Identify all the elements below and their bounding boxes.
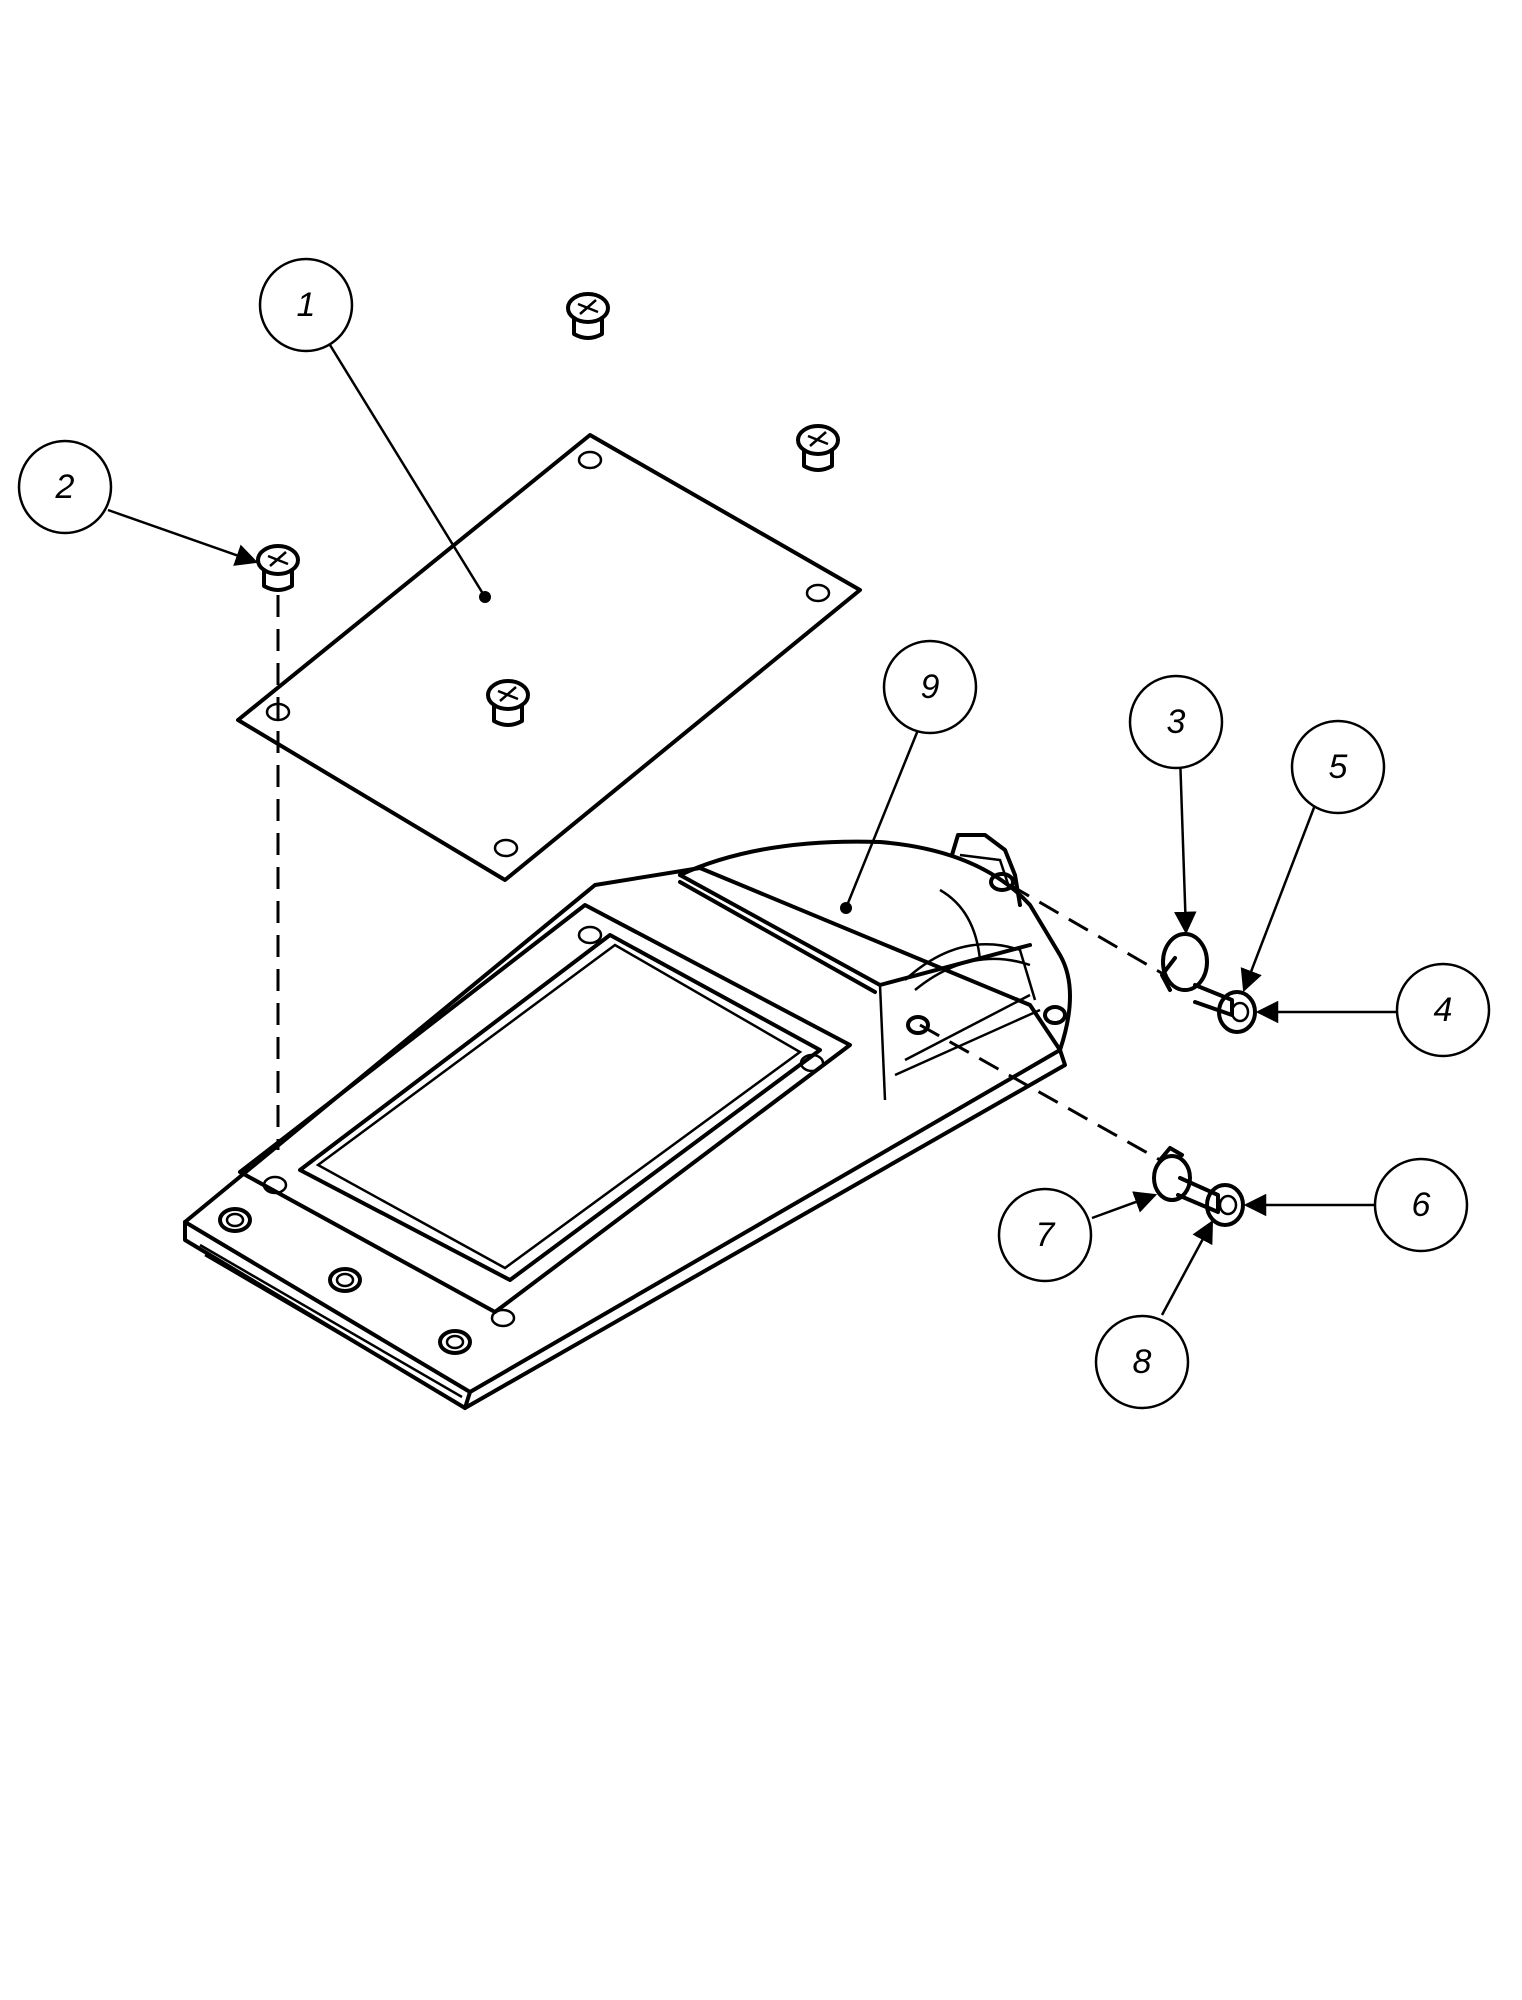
svg-text:2: 2 bbox=[55, 468, 75, 506]
svg-text:8: 8 bbox=[1133, 1343, 1152, 1381]
screw bbox=[796, 424, 840, 472]
cover-plate bbox=[236, 433, 862, 882]
callout-1: 1 bbox=[258, 257, 354, 353]
upper-pin-assembly bbox=[1160, 932, 1257, 1034]
screw bbox=[256, 544, 300, 592]
svg-text:1: 1 bbox=[297, 286, 316, 324]
callout-3: 3 bbox=[1128, 674, 1224, 770]
callout-2: 2 bbox=[17, 439, 113, 535]
callout-6: 6 bbox=[1373, 1157, 1469, 1253]
callout-8: 8 bbox=[1094, 1314, 1190, 1410]
svg-text:6: 6 bbox=[1412, 1186, 1431, 1224]
screw bbox=[486, 679, 530, 727]
svg-text:4: 4 bbox=[1434, 991, 1453, 1029]
callout-7: 7 bbox=[997, 1187, 1093, 1283]
callout-4: 4 bbox=[1395, 962, 1491, 1058]
svg-text:5: 5 bbox=[1329, 748, 1348, 786]
callout-9: 9 bbox=[882, 639, 978, 735]
screw bbox=[566, 292, 610, 340]
lower-pin-assembly bbox=[1152, 1146, 1245, 1227]
assembly-axis-line bbox=[919, 1023, 1161, 1162]
callout-5: 5 bbox=[1290, 719, 1386, 815]
svg-text:3: 3 bbox=[1167, 703, 1186, 741]
housing-base bbox=[183, 833, 1072, 1410]
assembly-axis-line bbox=[1009, 883, 1166, 977]
svg-text:9: 9 bbox=[921, 668, 940, 706]
svg-text:7: 7 bbox=[1036, 1216, 1056, 1254]
